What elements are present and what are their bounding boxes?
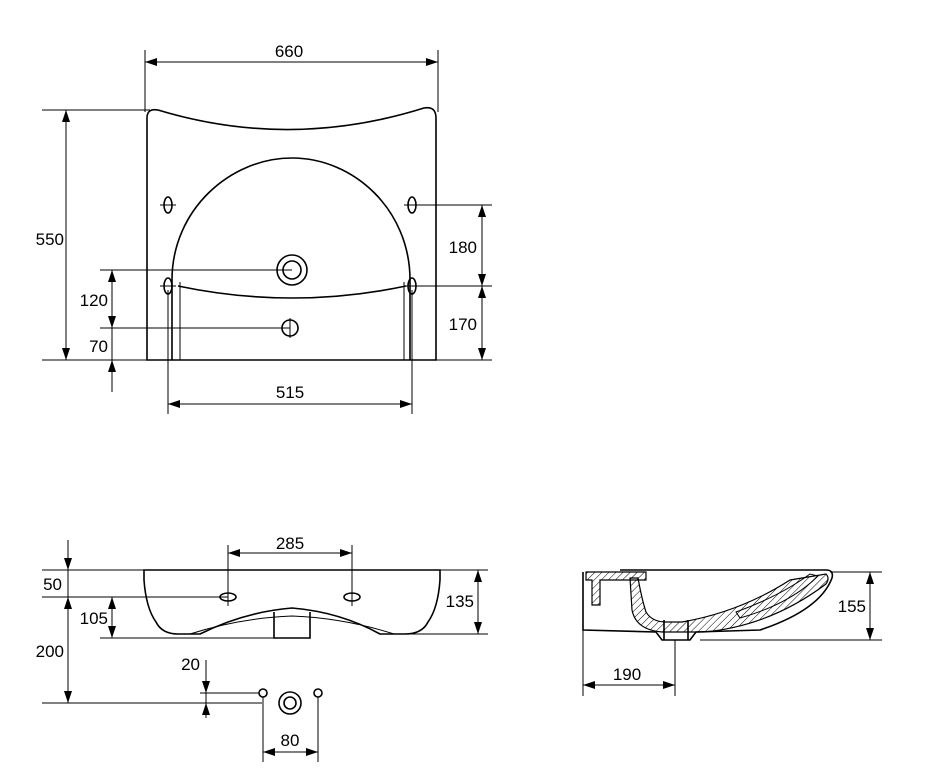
label-80: 80 — [281, 731, 300, 750]
dim-bolt-right: 180 170 — [412, 204, 492, 361]
label-550: 550 — [36, 230, 64, 249]
front-bolt-slots — [219, 588, 361, 606]
label-200: 200 — [36, 642, 64, 661]
dim-depth-total: 550 — [36, 109, 150, 361]
label-105: 105 — [80, 609, 108, 628]
dim-inner-width: 515 — [167, 290, 413, 414]
label-155: 155 — [838, 597, 866, 616]
label-120: 120 — [80, 291, 108, 310]
label-515: 515 — [276, 383, 304, 402]
label-180: 180 — [449, 238, 477, 257]
bowl-front-lip — [177, 285, 407, 299]
dim-side-depth: 190 — [582, 630, 676, 696]
side-back-section — [585, 571, 647, 606]
dim-side-height: 155 — [700, 571, 882, 641]
label-285: 285 — [276, 534, 304, 553]
front-view: 285 50 200 105 1 — [36, 534, 488, 762]
dim-drain-left: 120 70 — [80, 269, 292, 392]
side-drain — [663, 620, 689, 640]
label-190: 190 — [613, 665, 641, 684]
side-outline — [582, 569, 834, 641]
label-70: 70 — [89, 337, 108, 356]
label-135: 135 — [446, 592, 474, 611]
drain-tail — [273, 612, 311, 639]
bowl-arch — [171, 157, 411, 360]
side-bowl-section — [629, 573, 829, 633]
basin-front-outline — [143, 569, 441, 635]
pipe-connection: 20 80 — [181, 655, 323, 762]
dim-front-bolt-spacing: 285 — [227, 534, 353, 590]
dim-front-basin-height: 135 — [405, 569, 488, 635]
basin-top-outline — [146, 106, 437, 361]
label-20: 20 — [181, 655, 200, 674]
label-170: 170 — [449, 315, 477, 334]
dim-front-bolt-from-bottom: 105 — [80, 597, 274, 639]
label-660: 660 — [275, 42, 303, 61]
dim-front-left-outer: 50 200 — [36, 540, 262, 704]
side-overflow — [735, 573, 819, 619]
dim-width-total: 660 — [144, 42, 439, 112]
label-50: 50 — [43, 575, 62, 594]
basin-front-inner — [189, 615, 395, 635]
side-view: 155 190 — [582, 569, 882, 696]
top-view: 660 550 180 170 — [36, 42, 492, 414]
